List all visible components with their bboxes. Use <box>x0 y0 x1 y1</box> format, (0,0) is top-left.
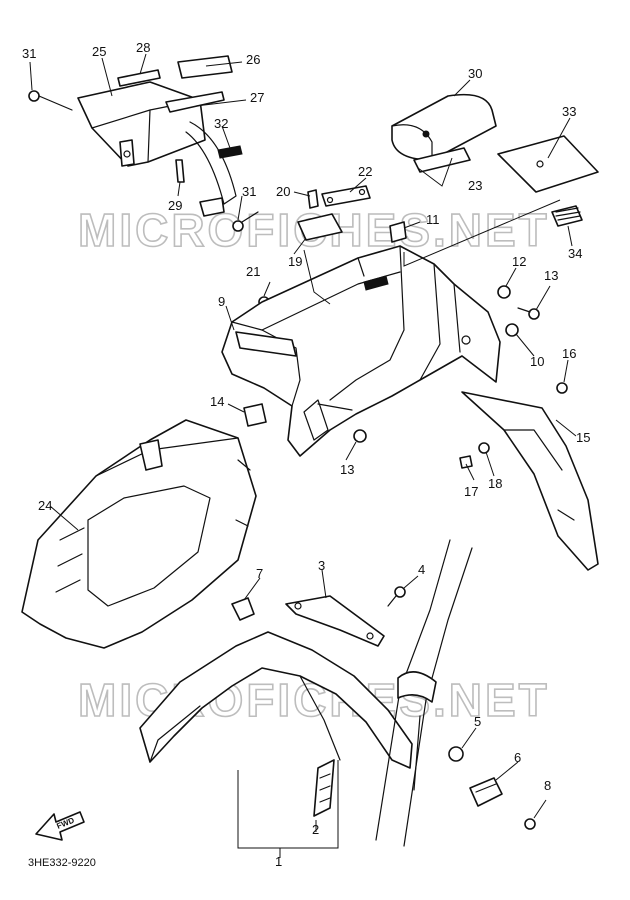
callout-24: 24 <box>38 498 52 513</box>
callout-16: 16 <box>562 346 576 361</box>
part-26-label <box>177 55 233 79</box>
part-31-screw-a <box>28 90 73 111</box>
part-10-collar <box>505 323 519 337</box>
part-27-stay <box>165 91 237 217</box>
callout-27: 27 <box>250 90 264 105</box>
part-5-cap <box>448 746 464 762</box>
callout-5: 5 <box>474 714 481 729</box>
callout-14: 14 <box>210 394 224 409</box>
part-4-bolt <box>387 586 406 607</box>
part-24-inner-fender <box>21 419 257 649</box>
callout-8: 8 <box>544 778 551 793</box>
callout-34: 34 <box>568 246 582 261</box>
callout-19: 19 <box>288 254 302 269</box>
callout-17: 17 <box>464 484 478 499</box>
part-16-bolt <box>556 382 568 394</box>
callout-18: 18 <box>488 476 502 491</box>
part-28-rod <box>117 69 161 87</box>
callout-15: 15 <box>576 430 590 445</box>
part-30-cushion <box>391 93 497 161</box>
callout-12: 12 <box>512 254 526 269</box>
callout-31-b: 31 <box>242 184 256 199</box>
callout-4: 4 <box>418 562 425 577</box>
callout-labels: 1 2 3 4 5 6 7 8 9 10 11 12 13 13 14 15 1… <box>22 40 590 869</box>
callout-6: 6 <box>514 750 521 765</box>
callout-33: 33 <box>562 104 576 119</box>
callout-23: 23 <box>468 178 482 193</box>
part-29-pin <box>175 159 185 183</box>
part-20-bolt <box>307 189 319 209</box>
part-14-clip <box>243 403 267 427</box>
part-2-reflector <box>313 759 335 817</box>
forward-arrow-icon: FWD <box>35 811 85 841</box>
fork-tube <box>375 539 473 847</box>
callout-25: 25 <box>92 44 106 59</box>
part-18-washer <box>478 442 490 454</box>
part-6-clamp <box>469 777 503 807</box>
callout-13-a: 13 <box>544 268 558 283</box>
callout-31-a: 31 <box>22 46 36 61</box>
part-25-tail-cover <box>77 81 206 167</box>
part-34-damper <box>551 205 583 227</box>
part-8-bolt <box>524 818 536 830</box>
part-13-bolt-b <box>353 429 367 443</box>
callout-29: 29 <box>168 198 182 213</box>
part-31-screw-b <box>232 211 259 232</box>
part-17-nut <box>459 455 473 469</box>
callout-26: 26 <box>246 52 260 67</box>
part-3-brace <box>285 595 385 647</box>
callout-1: 1 <box>275 854 282 869</box>
callout-20: 20 <box>276 184 290 199</box>
part-11-nut <box>389 221 407 243</box>
part-22-bracket <box>321 185 371 207</box>
part-1-front-fender <box>139 631 413 769</box>
part-33-plate <box>497 135 599 193</box>
callout-30: 30 <box>468 66 482 81</box>
part-9-rear-fender <box>221 245 501 457</box>
callout-10: 10 <box>530 354 544 369</box>
part-15-rear-flap <box>461 391 599 571</box>
callout-7: 7 <box>256 566 263 581</box>
callout-2: 2 <box>312 822 319 837</box>
part-7-clip <box>231 597 255 621</box>
leader-lines <box>29 53 577 858</box>
drawing-code: 3HE332-9220 <box>28 857 96 869</box>
callout-9: 9 <box>218 294 225 309</box>
callout-11: 11 <box>426 212 440 227</box>
part-19-plate <box>297 213 343 241</box>
part-12-grommet <box>497 285 511 299</box>
callout-28: 28 <box>136 40 150 55</box>
callout-3: 3 <box>318 558 325 573</box>
callout-22: 22 <box>358 164 372 179</box>
part-32-grommet <box>217 145 243 159</box>
callout-13-b: 13 <box>340 462 354 477</box>
part-13-bolt-a <box>517 307 540 320</box>
callout-32: 32 <box>214 116 228 131</box>
callout-21: 21 <box>246 264 260 279</box>
